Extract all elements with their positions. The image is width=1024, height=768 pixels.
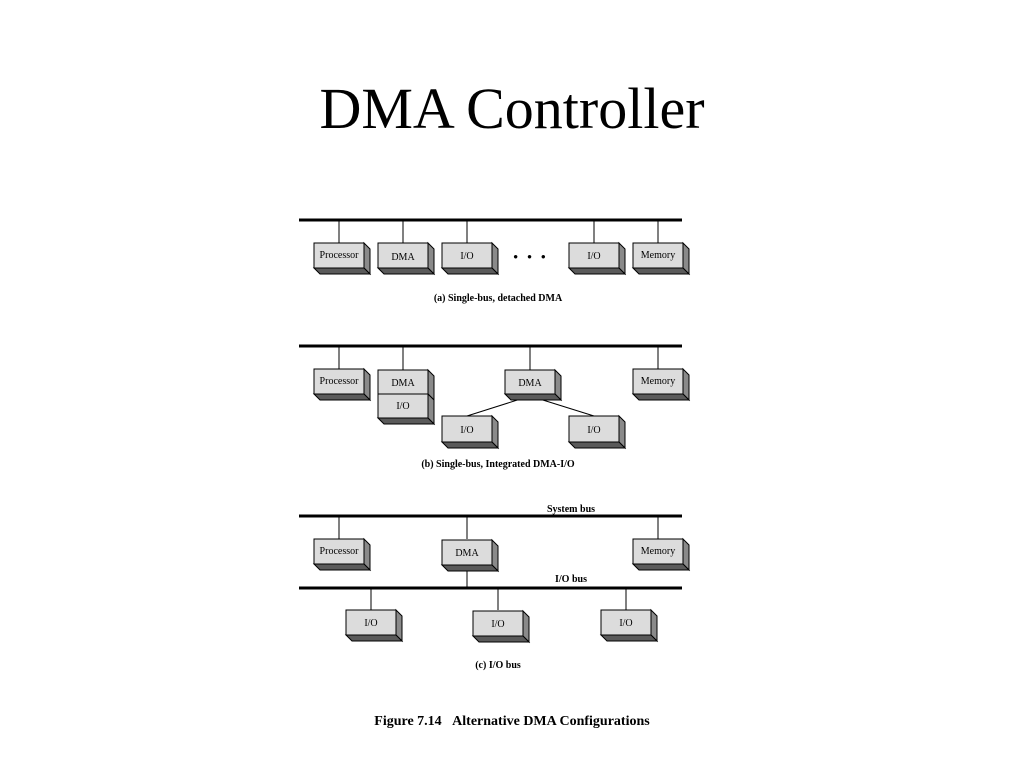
box-front-face bbox=[313, 368, 365, 395]
figure-title: Alternative DMA Configurations bbox=[452, 714, 650, 729]
memory-label: Memory bbox=[641, 250, 675, 261]
box-front-face bbox=[377, 393, 429, 419]
io-label: I/O bbox=[460, 425, 473, 436]
box-front-face bbox=[313, 242, 365, 269]
io-label: I/O bbox=[587, 425, 600, 436]
ellipsis: • • • bbox=[513, 249, 548, 264]
dma-label: DMA bbox=[518, 378, 542, 389]
system-bus-label: System bus bbox=[547, 504, 595, 515]
panel-c: System bus Processor DMA Memory I/O bus … bbox=[299, 504, 691, 671]
memory-label: Memory bbox=[641, 376, 675, 387]
memory-box: Memory bbox=[631, 537, 691, 572]
io-label: I/O bbox=[396, 401, 409, 412]
box-front-face bbox=[472, 610, 524, 637]
box-bottom-face bbox=[312, 267, 372, 275]
figure-caption: Figure 7.14 Alternative DMA Configuratio… bbox=[0, 714, 1024, 730]
processor-box: Processor bbox=[312, 537, 372, 572]
panel-b: Processor DMA I/O DMA Memory I/O I/O (b)… bbox=[299, 344, 691, 470]
box-bottom-face bbox=[344, 634, 404, 642]
box-front-face bbox=[441, 539, 493, 566]
io-label: I/O bbox=[587, 251, 600, 262]
box-bottom-face bbox=[376, 267, 436, 275]
memory-box: Memory bbox=[631, 241, 691, 276]
box-front-face bbox=[600, 609, 652, 636]
box-front-face bbox=[632, 538, 684, 565]
box-bottom-face bbox=[631, 563, 691, 571]
io-label: I/O bbox=[460, 251, 473, 262]
box-bottom-face bbox=[567, 267, 627, 275]
box-front-face bbox=[632, 242, 684, 269]
io-box: I/O bbox=[344, 608, 404, 643]
box-bottom-face bbox=[503, 393, 563, 401]
io-box: I/O bbox=[599, 608, 659, 643]
box-bottom-face bbox=[631, 267, 691, 275]
box-bottom-face bbox=[440, 267, 500, 275]
io-label: I/O bbox=[619, 618, 632, 629]
dma-box: DMA bbox=[503, 368, 563, 402]
slide-title: DMA Controller bbox=[319, 76, 705, 141]
figure-number: Figure 7.14 bbox=[374, 714, 442, 729]
dma-label: DMA bbox=[391, 252, 415, 263]
processor-label: Processor bbox=[320, 376, 360, 387]
box-bottom-face bbox=[471, 635, 531, 643]
box-front-face bbox=[504, 369, 556, 395]
box-front-face bbox=[441, 415, 493, 443]
io-box: I/O bbox=[567, 241, 627, 276]
box-front-face bbox=[632, 368, 684, 395]
panel-a: Processor DMA I/O • • • I/O Memory (a) S… bbox=[299, 218, 691, 304]
processor-label: Processor bbox=[320, 546, 360, 557]
box-bottom-face bbox=[631, 393, 691, 401]
box-bottom-face bbox=[440, 564, 500, 572]
io-label: I/O bbox=[364, 618, 377, 629]
io-box: I/O bbox=[376, 392, 436, 426]
dma-label: DMA bbox=[391, 378, 415, 389]
io-label: I/O bbox=[491, 619, 504, 630]
io-box: I/O bbox=[471, 609, 531, 644]
box-front-face bbox=[313, 538, 365, 565]
box-front-face bbox=[568, 242, 620, 269]
box-front-face bbox=[345, 609, 397, 636]
box-bottom-face bbox=[440, 441, 500, 449]
memory-label: Memory bbox=[641, 546, 675, 557]
dma-box: DMA bbox=[376, 241, 436, 276]
box-bottom-face bbox=[312, 563, 372, 571]
box-bottom-face bbox=[599, 634, 659, 642]
io-bus-label: I/O bus bbox=[555, 574, 587, 585]
dma-label: DMA bbox=[455, 548, 479, 559]
panel-c-caption: (c) I/O bus bbox=[475, 660, 521, 671]
box-front-face bbox=[441, 242, 493, 269]
processor-label: Processor bbox=[320, 250, 360, 261]
io-box: I/O bbox=[440, 414, 500, 450]
io-box: I/O bbox=[567, 414, 627, 450]
box-bottom-face bbox=[376, 417, 436, 425]
processor-box: Processor bbox=[312, 241, 372, 276]
box-front-face bbox=[377, 242, 429, 269]
panel-b-caption: (b) Single-bus, Integrated DMA-I/O bbox=[421, 459, 575, 470]
box-bottom-face bbox=[312, 393, 372, 401]
io-box: I/O bbox=[440, 241, 500, 276]
box-bottom-face bbox=[567, 441, 627, 449]
panel-a-caption: (a) Single-bus, detached DMA bbox=[434, 293, 563, 304]
memory-box: Memory bbox=[631, 367, 691, 402]
box-front-face bbox=[568, 415, 620, 443]
processor-box: Processor bbox=[312, 367, 372, 402]
dma-box: DMA bbox=[440, 538, 500, 573]
